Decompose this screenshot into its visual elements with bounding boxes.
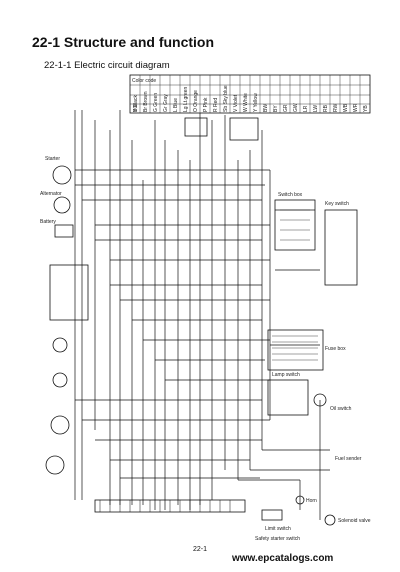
color-code-entry: BY [273,105,279,112]
limit-switch [261,509,283,521]
color-code-entry: GW [293,103,299,112]
key-switch-label: Key switch [325,201,349,207]
color-code-entry: R Red [213,98,219,112]
page-number: 22-1 [192,546,207,553]
limit-switch-label: Limit switch [265,526,291,532]
color-code-entry: LW [313,105,319,112]
component-labels: Starter Alternator Battery Limit switch … [40,78,371,542]
alternator-label: Alternator [40,191,62,197]
horn [295,495,305,505]
lamp-switch-label: Lamp switch [272,372,300,378]
color-code-entry: WB [343,103,349,112]
color-code-entry: L Blue [173,98,179,112]
motor-bottom [45,455,65,475]
wiring [74,109,330,520]
gauge-2 [52,372,68,388]
battery [54,224,74,238]
controller-block [49,264,89,321]
page-subtitle: 22-1-1 Electric circuit diagram [44,60,170,71]
gauge-1 [52,337,68,353]
color-code-entry: WR [353,103,359,112]
key-switch-panel [324,209,358,286]
color-code-entry: Gr Gray [163,94,169,112]
color-code-entry: Sb Sky blue [223,85,229,112]
color-code-entries: B Black Br Brown G Green Gr Gray L Blue Lg Lt… [133,85,369,112]
components [45,74,371,526]
oil-switch-label: Oil switch [330,406,352,412]
solenoid-valve-label: Solenoid valve [338,518,371,524]
color-code-entry: YB [363,105,369,112]
color-code-grid [130,75,370,113]
fuse-box-label: Fuse box [325,346,346,352]
connector-pins [99,500,231,512]
starter-safety-box [184,117,208,137]
color-code-entry: O Orange [193,90,199,112]
color-code-entry: Lg Lt.green [183,86,189,112]
alternator [53,196,71,214]
gauge-3 [50,415,70,435]
color-code-entry: Y Yellow [253,93,259,112]
fuse-pins [272,335,318,361]
color-code-entry: RB [323,104,329,112]
switch-pins [280,209,310,241]
color-code-entry: RW [333,103,339,112]
color-code-entry: Br Brown [143,91,149,112]
color-code-header: Color code [132,78,156,84]
color-code-entry: W White [243,93,249,112]
switch-box [274,199,316,251]
solenoid [324,514,336,526]
starter-label: Starter [45,156,60,162]
color-code-entry: G Green [153,93,159,112]
color-code-entry: P Pink [203,97,209,112]
safety-starter-switch-label: Safety starter switch [255,536,300,542]
lamp-switch-box [267,379,309,416]
color-code-entry: YG [133,105,139,112]
fuel-sender-label: Fuel sender [335,456,362,462]
starter-relay-box [229,117,259,141]
watermark: www.epcatalogs.com [232,553,334,564]
relay-circle [313,393,327,407]
fuse-box [267,329,324,371]
color-code-entry: BW [263,104,269,112]
horn-label: Horn [306,498,317,504]
starter-motor [52,165,72,185]
switch-box-label: Switch box [278,192,303,198]
color-code-entry: LR [303,105,309,112]
color-code-entry: V Violet [233,94,239,112]
color-code-entry: GR [283,104,289,112]
battery-label: Battery [40,219,56,225]
color-code-entry: B Black [133,95,139,112]
page-title: 22-1 Structure and function [32,34,215,50]
